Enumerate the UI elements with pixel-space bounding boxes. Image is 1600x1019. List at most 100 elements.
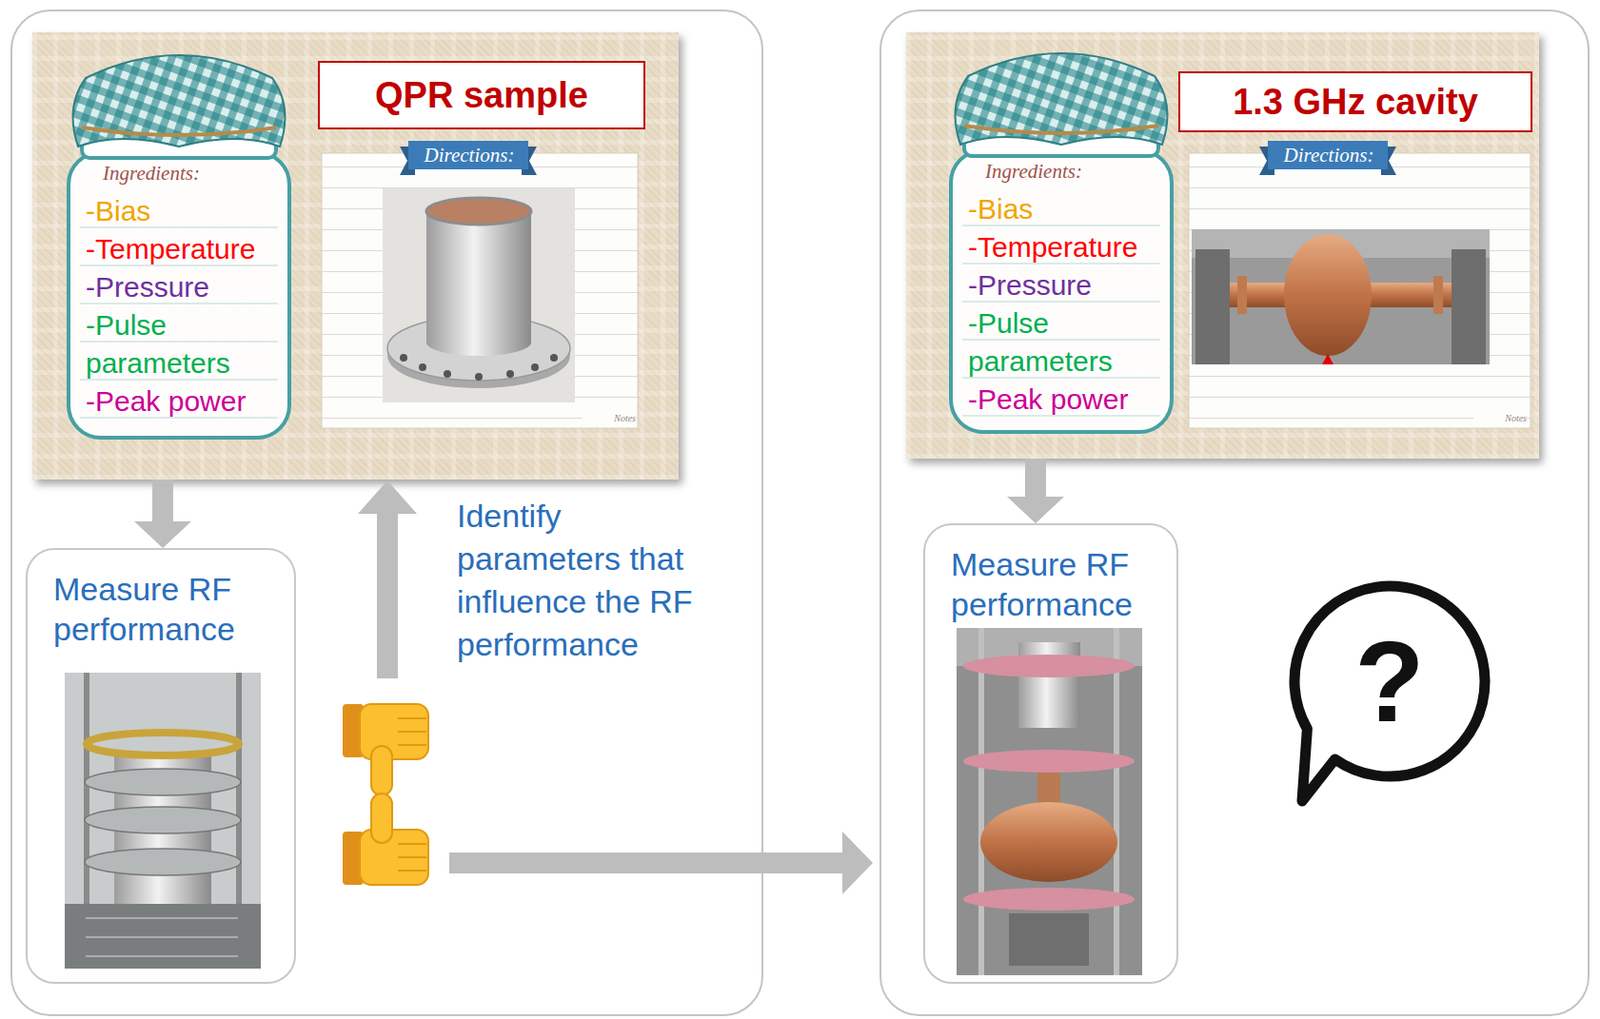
list-heading: Ingredients: — [89, 159, 214, 187]
panel: 1.3 GHz cavityIngredients: -Bias-Temperat… — [879, 9, 1590, 1017]
step-label: Identify parameters that influence the R… — [456, 494, 714, 667]
jar-string — [964, 125, 1159, 134]
title-label: QPR sample — [319, 62, 644, 128]
test-stand-photo — [64, 672, 261, 969]
jar-rule — [79, 416, 278, 419]
banner-label: Directions: — [411, 141, 528, 169]
directions-sheet — [1188, 153, 1531, 429]
ingredient-item: -Peak power — [85, 382, 288, 421]
directions-ribbon — [399, 140, 1397, 176]
question-mark: ? — [1332, 624, 1447, 739]
jar-rule — [79, 264, 278, 267]
block-arrow — [134, 479, 192, 549]
thumbs-down-icon — [342, 704, 429, 796]
test-stand-photo — [83, 672, 90, 969]
recipe-card: QPR sampleIngredients:-Bias-Temperature-… — [32, 32, 679, 480]
panel: QPR sampleIngredients:-Bias-Temperature-… — [10, 9, 764, 1017]
jar-body — [68, 152, 290, 438]
sample-photo — [474, 373, 483, 381]
cavity-photo — [1229, 282, 1452, 308]
ingredient-jar: Ingredients: -Bias-Temperature-Pressure -P… — [943, 38, 1180, 438]
block-arrow — [357, 480, 417, 679]
cavity-photo — [1322, 354, 1334, 365]
directions-ribbon — [408, 140, 529, 170]
jar-rule — [79, 226, 278, 229]
jar-body — [950, 150, 1172, 433]
jar-rule — [79, 340, 278, 343]
directions-ribbon — [1259, 146, 1275, 176]
cavity-photo — [1237, 276, 1247, 315]
cavity-photo — [1195, 249, 1230, 365]
title-label: 1.3 GHz cavity — [1180, 73, 1531, 131]
jar-lid-cloth — [73, 55, 286, 147]
directions-ribbon — [1267, 140, 1388, 170]
list-heading: Ingredients: — [971, 158, 1096, 185]
directions-sheet — [321, 153, 1531, 429]
sample-photo — [426, 197, 532, 225]
test-stand-photo — [1008, 913, 1089, 967]
block-arrow — [1007, 458, 1065, 524]
test-stand-photo — [963, 888, 1135, 911]
sample-photo — [550, 354, 558, 362]
sample-photo — [426, 329, 532, 356]
jar-lid-cloth — [955, 53, 1168, 145]
cavity-photo — [1433, 276, 1443, 315]
block-arrow — [357, 480, 873, 895]
notes-label: Notes — [1473, 413, 1527, 425]
test-stand-photo — [956, 628, 1143, 667]
ingredient-item: -Pressure — [85, 268, 288, 307]
sample-photo — [382, 188, 575, 403]
sample-photo — [506, 370, 514, 378]
test-stand-photo — [84, 807, 241, 834]
test-stand-photo — [114, 751, 212, 905]
sample-photo — [387, 323, 571, 389]
directions-ribbon — [1381, 146, 1397, 176]
ingredient-item: -Pulse parameters — [85, 306, 288, 383]
ingredient-item: -Peak power — [967, 380, 1170, 419]
test-stand-photo — [64, 904, 261, 969]
thumbs-up-icon — [371, 793, 393, 844]
jar-rule — [79, 302, 278, 305]
test-stand-photo — [84, 849, 241, 876]
test-stand-photo — [1018, 642, 1081, 729]
ingredient-item: -Temperature — [967, 228, 1170, 267]
directions-ribbon — [521, 146, 537, 176]
directions-sheet — [321, 153, 638, 429]
thumbs-up-icon — [342, 793, 429, 886]
test-stand-photo — [980, 802, 1118, 883]
test-stand-photo — [85, 918, 238, 957]
ingredient-item: -Bias — [967, 190, 1170, 229]
directions-ribbon — [399, 146, 415, 176]
test-stand-photo — [64, 672, 261, 969]
title-box: 1.3 GHz cavity — [1178, 71, 1533, 133]
jar-rule — [962, 300, 1161, 303]
jar-rule — [962, 224, 1161, 227]
jar-rule — [962, 414, 1161, 417]
sample-photo — [387, 316, 571, 381]
cavity-photo — [1451, 249, 1486, 365]
ingredient-item: -Temperature — [85, 230, 288, 269]
test-stand-photo — [236, 672, 242, 969]
speech-bubble — [1294, 586, 1485, 802]
jar-rule — [962, 376, 1161, 379]
test-stand-photo — [956, 628, 1143, 976]
cavity-photo — [1191, 229, 1490, 258]
jar-rule — [962, 262, 1161, 265]
block-arrow — [449, 831, 873, 895]
jar-rule — [79, 378, 278, 381]
step-label: Measure RF performance — [950, 544, 1165, 625]
thumbs-up-icon — [342, 831, 364, 886]
test-stand-photo — [978, 628, 985, 976]
measure-box: Measure RF performance — [25, 548, 297, 985]
test-stand-photo — [1037, 772, 1061, 811]
jar-rule — [962, 338, 1161, 341]
thumbs-down-icon — [371, 746, 393, 796]
test-stand-photo — [963, 654, 1135, 678]
sample-photo — [399, 354, 408, 362]
test-stand-photo — [1113, 628, 1120, 976]
thumbs-up-icon — [397, 844, 427, 871]
title-box: QPR sample — [317, 60, 646, 130]
cavity-photo — [1191, 229, 1490, 365]
test-stand-photo — [963, 750, 1135, 773]
ingredient-item: -Pressure — [967, 266, 1170, 305]
